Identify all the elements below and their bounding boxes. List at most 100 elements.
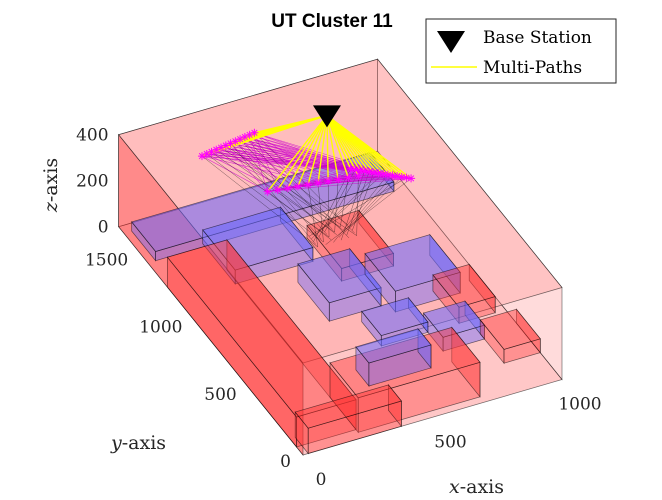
ground-bounce-path (277, 189, 337, 235)
multi-path-line (287, 115, 328, 189)
ut-marker (397, 172, 406, 181)
ut-marker (393, 172, 402, 181)
building-2-roof (202, 206, 314, 271)
reflection-path (254, 132, 279, 190)
building-10-roof (329, 326, 481, 399)
ground-bounce-path (339, 177, 349, 228)
reflection-path (254, 132, 398, 177)
ut-marker (324, 177, 333, 186)
reflection-path (225, 145, 268, 192)
ground-bounce-path (317, 182, 324, 243)
building-4-roof (297, 248, 382, 304)
multi-path-line (317, 115, 328, 183)
reflection-path (244, 136, 359, 177)
ut-marker (231, 137, 240, 146)
ut-marker (351, 165, 360, 174)
x-axis-label: x-axis (449, 476, 504, 498)
z-tick-label: 200 (76, 172, 108, 192)
reflection-path (277, 171, 370, 191)
ground-bounce-path (334, 179, 339, 233)
ut-marker (263, 187, 272, 196)
chart-title: UT Cluster 11 (271, 11, 393, 32)
y-tick-label: 0 (280, 452, 291, 472)
x-tick-label: 1000 (558, 395, 601, 415)
ground-bounce-path (239, 138, 328, 235)
x-axis-label-var: x (449, 476, 460, 498)
ut-marker (226, 139, 235, 148)
ground-bounce-path (267, 191, 332, 240)
legend-multi-paths-label: Multi-Paths (483, 58, 582, 78)
ut-marker (383, 170, 392, 179)
ut-marker (314, 178, 323, 187)
ut-marker (303, 180, 312, 189)
multi-path-line (277, 115, 328, 191)
multi-path-line (307, 115, 328, 185)
ground-bounce-path (206, 153, 324, 243)
reflection-path (230, 143, 278, 191)
building-6-roof (432, 263, 496, 308)
ground-bounce-path (333, 174, 389, 243)
z-tick-label: 400 (76, 126, 108, 146)
ut-marker (212, 145, 221, 154)
ground-bounce-path (340, 171, 365, 241)
x-axis-label-suffix: -axis (460, 476, 504, 498)
ut-marker (250, 128, 259, 137)
ut-marker (334, 175, 343, 184)
base-station-marker (312, 105, 341, 128)
ground-bounce-path (316, 173, 384, 235)
reflection-path (254, 132, 329, 182)
ut-marker (365, 167, 374, 176)
y-tick-label: 1000 (139, 318, 182, 338)
reflection-path (206, 153, 278, 191)
reflection-path (254, 132, 351, 170)
reflection-path (220, 147, 359, 177)
ut-marker (346, 164, 355, 173)
ut-marker (360, 167, 369, 176)
ut-marker (402, 173, 411, 182)
multi-path-line (267, 114, 328, 193)
ut-marker (221, 141, 230, 150)
reflection-path (318, 178, 412, 184)
y-tick-label: 500 (204, 385, 236, 405)
plot-scene (117, 58, 563, 456)
ut-marker (293, 182, 302, 191)
reflection-path (244, 136, 309, 185)
ground-bounce-path (244, 136, 333, 230)
ut-marker (273, 185, 282, 194)
ut-marker (283, 184, 292, 193)
reflection-path (225, 145, 319, 184)
ut-marker (240, 133, 249, 142)
reflection-path (235, 141, 289, 189)
ut-marker (197, 152, 206, 161)
ground-bounce-path (325, 178, 412, 245)
z-axis-label-var: z (40, 201, 62, 213)
y-tick-label: 1500 (85, 251, 128, 271)
multi-path-line (326, 115, 339, 180)
ground-bounce-path (287, 187, 343, 231)
ut-marker (207, 147, 216, 156)
ut-marker (202, 149, 211, 158)
reflection-path (267, 178, 412, 192)
y-axis-label: y-axis (110, 432, 166, 454)
building-12-roof (294, 384, 403, 429)
x-tick-label: 0 (316, 470, 327, 490)
ut-marker (344, 173, 353, 182)
building-7-roof (422, 300, 486, 338)
multi-path-line (326, 114, 412, 179)
building-5-roof (364, 234, 461, 292)
building-8-roof (361, 297, 429, 337)
reflection-path (230, 143, 329, 182)
ut-marker (245, 130, 254, 139)
building-13-roof (479, 308, 541, 350)
y-axis-label-var: y (110, 432, 122, 454)
reflection-path (201, 155, 268, 192)
ut-marker (407, 174, 416, 183)
z-tick-label: 0 (98, 218, 109, 238)
legend-box (425, 18, 617, 84)
ut-marker (379, 170, 388, 179)
legend: Base Station Multi-Paths (425, 18, 617, 84)
multi-path-line (326, 115, 349, 178)
ground-bounce-path (230, 143, 316, 245)
reflection-path (249, 134, 268, 192)
y-axis-label-suffix: -axis (122, 432, 166, 454)
